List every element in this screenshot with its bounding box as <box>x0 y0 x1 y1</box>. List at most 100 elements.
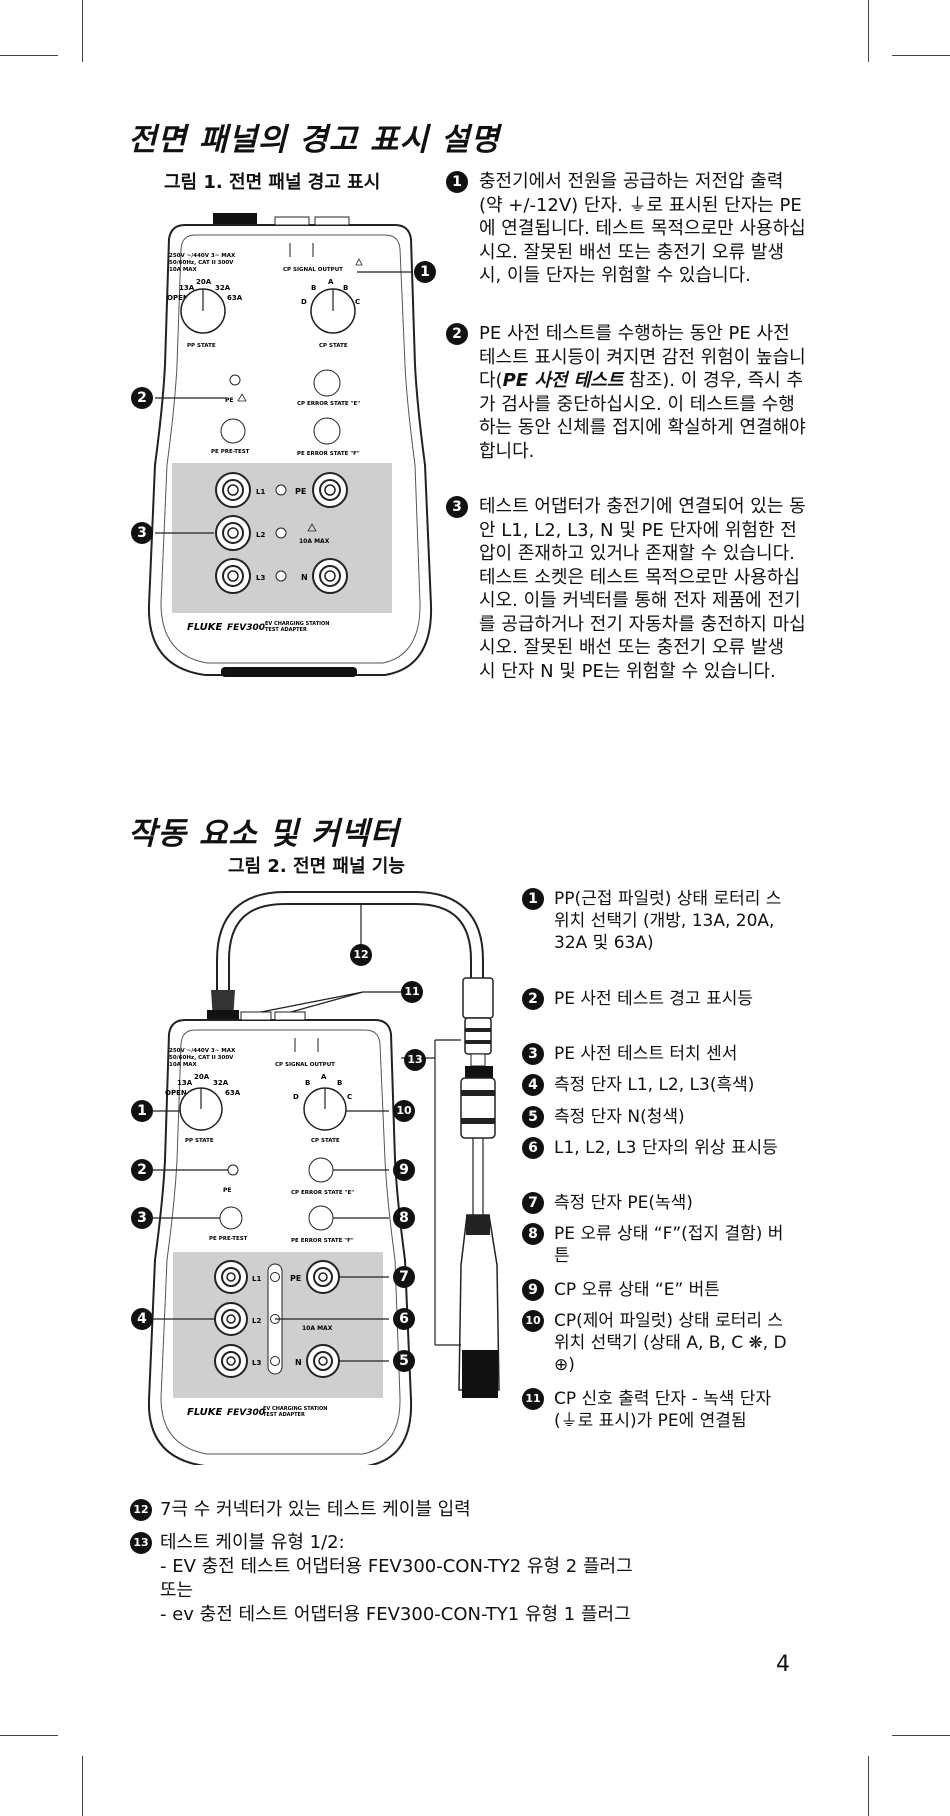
feature-item-7: 7 측정 단자 PE(녹색) <box>522 1192 792 1214</box>
item-number: 12 <box>130 1499 152 1521</box>
cp-label-a: A <box>328 278 334 286</box>
pp-label-63a: 63A <box>225 1089 241 1097</box>
feature-item-11: 11 CP 신호 출력 단자 - 녹색 단자(⏚로 표시)가 PE에 연결됨 <box>522 1388 792 1432</box>
item-text: 측정 단자 N(청색) <box>554 1107 685 1127</box>
brand-logo: FLUKE <box>187 1407 223 1418</box>
item-text: CP(제어 파일럿) 상태 로터리 스위치 선택기 (상태 A, B, C ❋,… <box>554 1311 787 1375</box>
item-text: 테스트 어댑터가 충전기에 연결되어 있는 동안 L1, L2, L3, N 및… <box>479 496 806 682</box>
front-panel-figure-1: 250V ~/440V 3~ MAX 50/60Hz, CAT II 300V … <box>147 213 433 677</box>
callout-11: 11 <box>401 981 423 1003</box>
phase-lamp-l3 <box>270 1356 280 1366</box>
feature-item-1: 1 PP(근접 파일럿) 상태 로터리 스위치 선택기 (개방, 13A, 20… <box>522 888 792 954</box>
model-desc2: TEST ADAPTER <box>263 1412 305 1418</box>
cp-error-e-label: CP ERROR STATE "E" <box>297 401 360 407</box>
pp-label-32a: 32A <box>213 1079 229 1087</box>
warning-item-3: 3 테스트 어댑터가 충전기에 연결되어 있는 동안 L1, L2, L3, N… <box>446 495 806 683</box>
pe-pretest-label: PE PRE-TEST <box>209 1236 248 1242</box>
item-number: 10 <box>522 1310 544 1332</box>
item-number: 1 <box>522 888 544 910</box>
terminal-l2 <box>215 515 251 551</box>
bottom-item-12: 12 7극 수 커넥터가 있는 테스트 케이블 입력 <box>130 1498 750 1522</box>
item-text: 충전기에서 전원을 공급하는 저전압 출력(약 +/-12V) 단자. ⏚로 표… <box>479 171 806 286</box>
crop-mark <box>82 1756 83 1816</box>
callout-8: 8 <box>393 1207 415 1229</box>
pe-pretest-label: PE PRE-TEST <box>211 449 250 455</box>
feature-item-5: 5 측정 단자 N(청색) <box>522 1106 792 1128</box>
cp-label-b-right: B <box>343 284 348 292</box>
terminal-pe <box>312 472 348 508</box>
cp-label-c: C <box>355 298 360 306</box>
pp-state-label: PP STATE <box>185 1138 214 1144</box>
feature-item-8: 8 PE 오류 상태 “F”(접지 결함) 버튼 <box>522 1223 792 1267</box>
pe-indicator-label: PE <box>223 1187 232 1194</box>
feature-item-2: 2 PE 사전 테스트 경고 표시등 <box>522 988 792 1010</box>
callout-5: 5 <box>393 1350 415 1372</box>
item-number: 13 <box>130 1532 152 1554</box>
item-number: 3 <box>522 1043 544 1065</box>
pp-label-32a: 32A <box>215 284 231 292</box>
item-number: 3 <box>446 496 468 518</box>
item-number: 4 <box>522 1074 544 1096</box>
callout-3: 3 <box>131 1207 153 1229</box>
feature-item-3: 3 PE 사전 테스트 터치 센서 <box>522 1043 792 1065</box>
crop-mark <box>0 55 58 56</box>
item-text-line: - ev 충전 테스트 어댑터용 FEV300-CON-TY1 유형 1 플러그 <box>160 1604 631 1625</box>
item-text: L1, L2, L3 단자의 위상 표시등 <box>554 1138 778 1158</box>
cp-label-d: D <box>301 298 307 306</box>
pp-label-20a: 20A <box>196 278 212 286</box>
model-desc1: EV CHARGING STATION <box>265 621 329 627</box>
item-text: 7극 수 커넥터가 있는 테스트 케이블 입력 <box>160 1499 471 1520</box>
crop-mark <box>82 0 83 62</box>
pp-label-63a: 63A <box>227 294 243 302</box>
pp-label-20a: 20A <box>194 1073 210 1081</box>
l1-label: L1 <box>256 488 265 496</box>
phase-lamp-l2 <box>275 527 287 539</box>
item-number: 11 <box>522 1388 544 1410</box>
pe-terminal-label: PE <box>290 1274 301 1283</box>
crop-mark <box>0 1735 58 1736</box>
n-terminal-label: N <box>301 573 308 582</box>
item-text: PE 사전 테스트 경고 표시등 <box>554 989 754 1009</box>
pe-pretest-sensor <box>220 418 246 444</box>
callout-1: 1 <box>131 1100 153 1122</box>
rating-line1: 250V ~/440V 3~ MAX <box>169 253 236 259</box>
test-cable-plug <box>465 1066 493 1078</box>
item-number: 2 <box>446 323 468 345</box>
l2-label: L2 <box>252 1317 261 1325</box>
cp-error-e-button <box>308 1157 334 1183</box>
pp-label-open: OPEN <box>165 1089 187 1097</box>
l3-label: L3 <box>252 1359 261 1367</box>
rating-line2: 50/60Hz, CAT II 300V <box>169 260 234 266</box>
model-desc1: EV CHARGING STATION <box>263 1406 327 1412</box>
pp-label-13a: 13A <box>177 1079 193 1087</box>
item-text: 측정 단자 L1, L2, L3(흑색) <box>554 1075 755 1095</box>
callout-10: 10 <box>393 1100 415 1122</box>
crop-mark <box>868 0 869 62</box>
model-desc2: TEST ADAPTER <box>265 627 307 633</box>
callout-2: 2 <box>131 387 153 409</box>
pe-pretest-lamp <box>229 374 241 386</box>
terminal-l3 <box>214 1344 248 1378</box>
pe-indicator-label: PE <box>225 397 234 404</box>
crop-mark <box>868 1756 869 1816</box>
crop-mark <box>892 55 950 56</box>
cp-label-b-left: B <box>311 284 316 292</box>
phase-lamp-l1 <box>275 484 287 496</box>
pe-pretest-lamp <box>227 1164 239 1176</box>
pe-error-f-button <box>308 1205 334 1231</box>
cp-state-label: CP STATE <box>311 1138 340 1144</box>
terminal-n <box>312 558 348 594</box>
cp-error-e-button <box>313 369 341 397</box>
cp-error-e-label: CP ERROR STATE "E" <box>291 1190 354 1196</box>
cp-label-b-left: B <box>305 1079 310 1087</box>
feature-item-10: 10 CP(제어 파일럿) 상태 로터리 스위치 선택기 (상태 A, B, C… <box>522 1310 792 1376</box>
terminal-pe <box>306 1260 340 1294</box>
item-text: PE 오류 상태 “F”(접지 결함) 버튼 <box>554 1224 784 1266</box>
item-text: CP 신호 출력 단자 - 녹색 단자(⏚로 표시)가 PE에 연결됨 <box>554 1389 772 1431</box>
pe-error-f-label: PE ERROR STATE "F" <box>291 1238 354 1244</box>
item-text-emphasis: PE 사전 테스트 <box>502 370 624 391</box>
callout-9: 9 <box>393 1159 415 1181</box>
10a-max-label: 10A MAX <box>302 1325 333 1332</box>
cp-signal-output-label: CP SIGNAL OUTPUT <box>283 267 343 273</box>
feature-item-6: 6 L1, L2, L3 단자의 위상 표시등 <box>522 1137 792 1159</box>
